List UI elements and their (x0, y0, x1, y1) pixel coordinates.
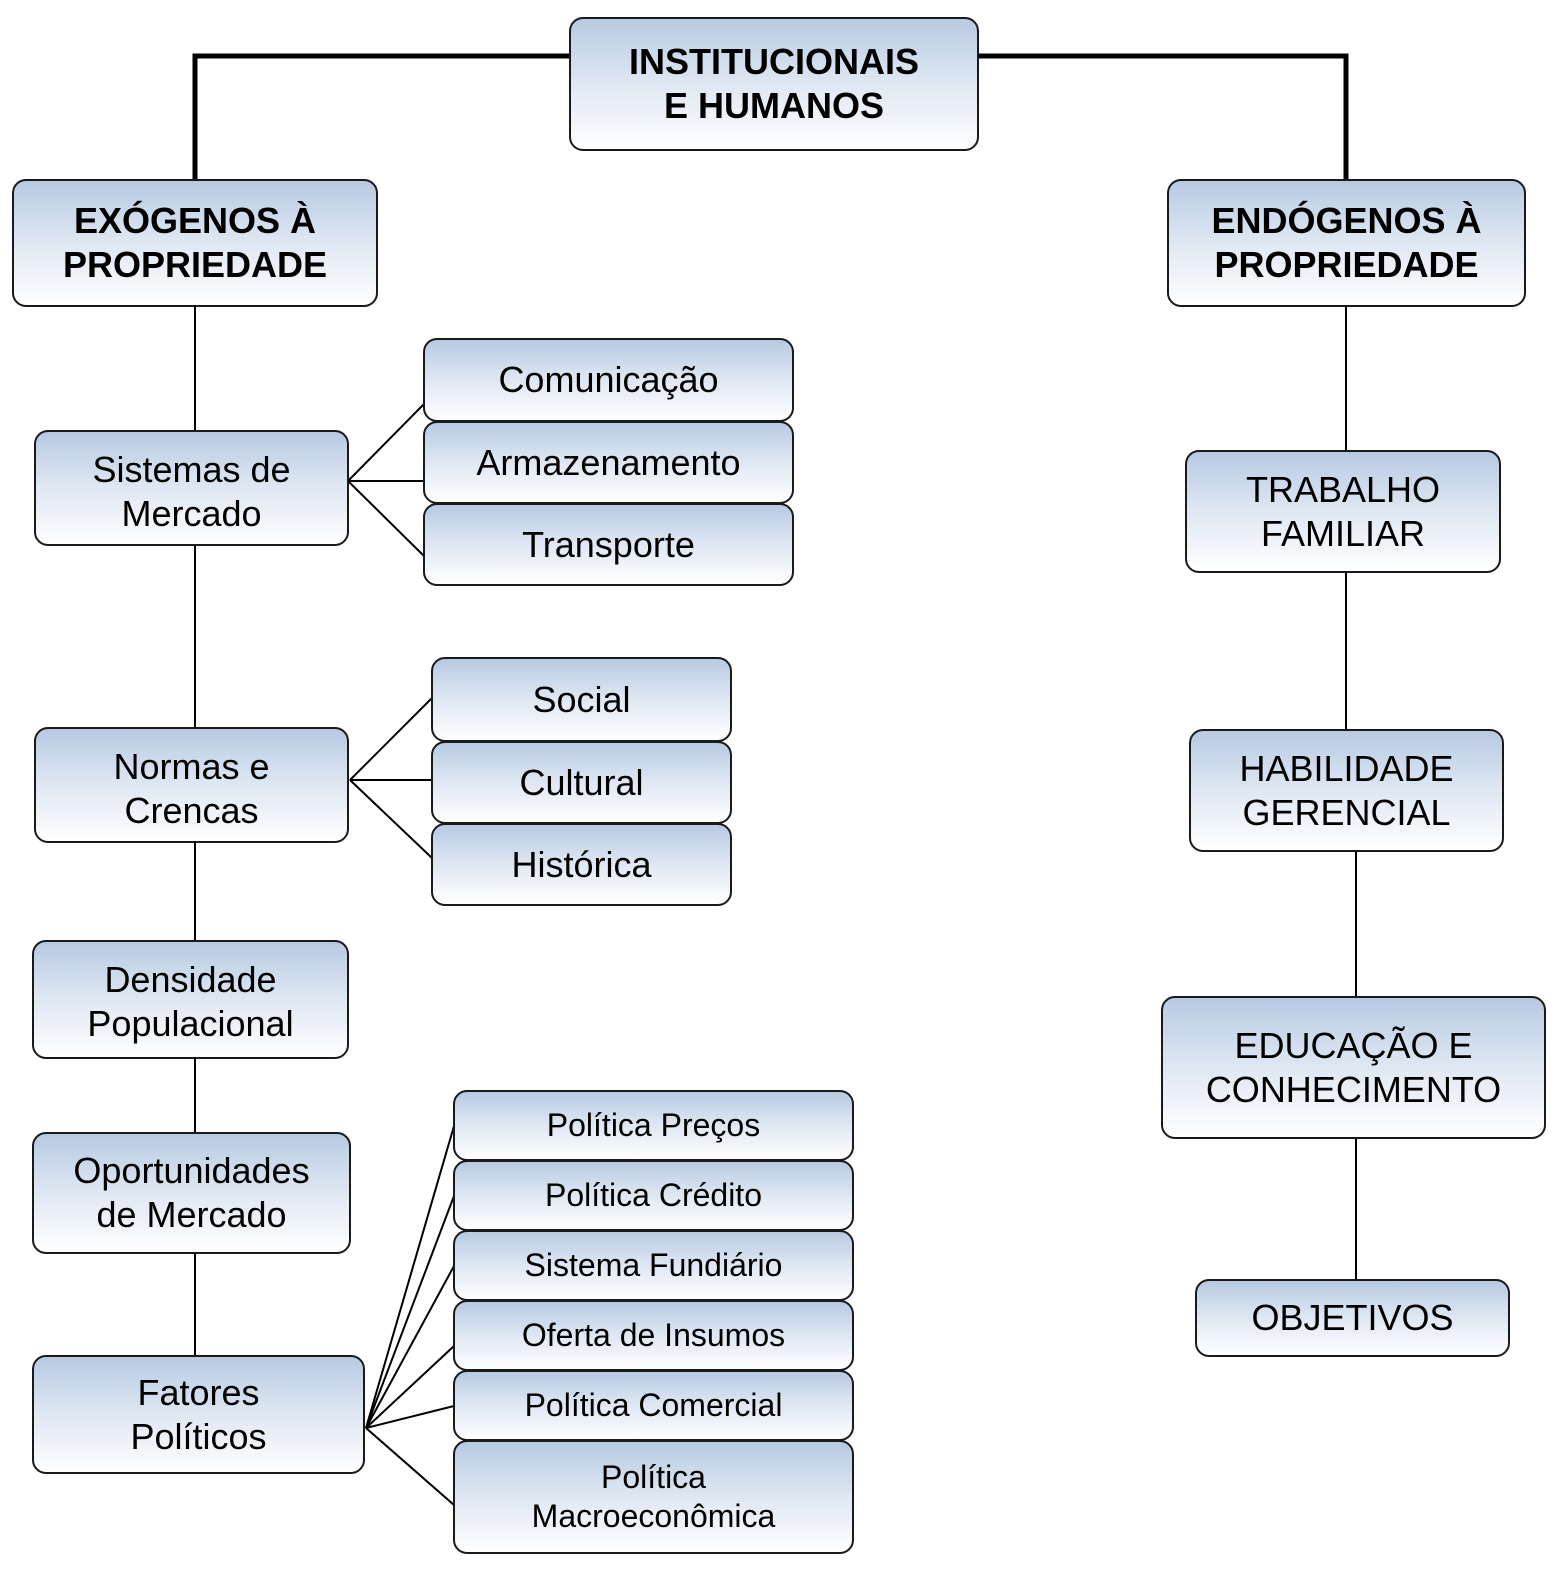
root-connector-right (978, 53, 1349, 180)
market-fan-1 (347, 403, 425, 482)
endogenous-trabalho-familiar: TRABALHO FAMILIAR (1185, 450, 1501, 573)
endogenous-objetivos: OBJETIVOS (1195, 1279, 1510, 1357)
political-child-precos: Política Preços (453, 1090, 854, 1161)
political-node: Fatores Políticos (32, 1355, 365, 1474)
political-fan-6 (365, 1427, 455, 1506)
political-fan-5 (365, 1405, 455, 1429)
norms-fan-3 (349, 779, 433, 859)
political-child-fundiario: Sistema Fundiário (453, 1230, 854, 1301)
political-child-credito: Política Crédito (453, 1160, 854, 1231)
norms-node: Normas e Crencas (34, 727, 349, 843)
norms-child-social: Social (431, 657, 732, 742)
endogenous-educacao: EDUCAÇÃO E CONHECIMENTO (1161, 996, 1546, 1139)
market-systems-node: Sistemas de Mercado (34, 430, 349, 546)
endogenous-habilidade-gerencial: HABILIDADE GERENCIAL (1189, 729, 1504, 852)
exogenous-node: EXÓGENOS À PROPRIEDADE (12, 179, 378, 307)
market-child-transporte: Transporte (423, 503, 794, 586)
market-child-armazenamento: Armazenamento (423, 421, 794, 504)
density-node: Densidade Populacional (32, 940, 349, 1059)
opportunities-node: Oportunidades de Mercado (32, 1132, 351, 1254)
political-child-insumos: Oferta de Insumos (453, 1300, 854, 1371)
political-child-macro: Política Macroeconômica (453, 1440, 854, 1554)
political-fan-2 (365, 1195, 455, 1429)
political-fan-1 (365, 1125, 455, 1429)
norms-child-cultural: Cultural (431, 741, 732, 824)
market-child-comunicacao: Comunicação (423, 338, 794, 422)
political-fan-3 (365, 1265, 455, 1429)
political-fan-4 (365, 1345, 455, 1429)
endogenous-node: ENDÓGENOS À PROPRIEDADE (1167, 179, 1526, 307)
norms-fan-1 (349, 697, 433, 781)
political-child-comercial: Política Comercial (453, 1370, 854, 1441)
norms-child-historica: Histórica (431, 823, 732, 906)
root-connector-left (192, 53, 570, 180)
root-node: INSTITUCIONAIS E HUMANOS (569, 17, 979, 151)
market-fan-3 (347, 480, 425, 557)
